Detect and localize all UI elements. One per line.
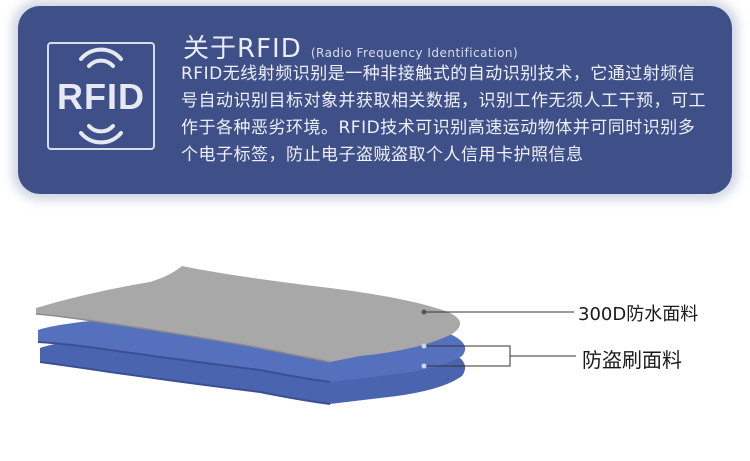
banner-title: 关于RFID xyxy=(183,34,302,64)
logo-text: RFID xyxy=(57,76,145,117)
rfid-logo: RFID xyxy=(47,42,155,150)
banner-title-row: 关于RFID (Radio Frequency Identification) xyxy=(183,28,518,65)
wireless-signal-icon xyxy=(79,47,123,145)
fabric-layer-gray-top xyxy=(36,266,461,362)
rfid-banner: RFID 关于RFID (Radio Frequency Identificat… xyxy=(18,6,732,194)
waterproof-fabric-label: 300D防水面料 xyxy=(578,304,699,325)
banner-description: RFID无线射频识别是一种非接触式的自动识别技术，它通过射频信号自动识别目标对象… xyxy=(181,64,706,165)
banner-subtitle: (Radio Frequency Identification) xyxy=(310,46,519,60)
anti-theft-fabric-label: 防盗刷面料 xyxy=(582,348,682,372)
